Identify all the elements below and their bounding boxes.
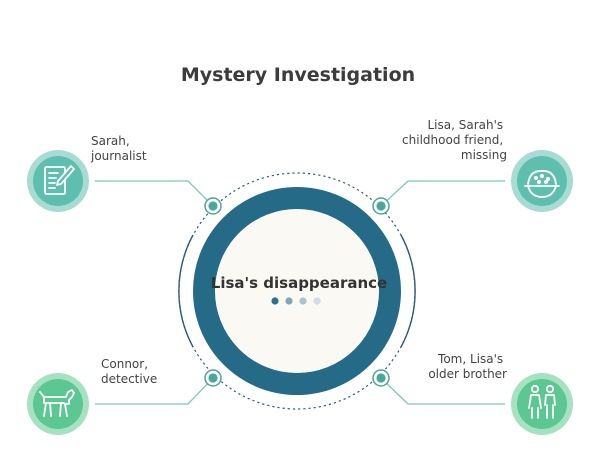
node-sarah: Sarah, journalist <box>27 134 147 212</box>
node-lisa: Lisa, Sarah's childhood friend, missing <box>402 118 573 212</box>
document-pencil-icon <box>44 165 75 195</box>
node-tom: Tom, Lisa's older brother <box>428 352 573 435</box>
node-tom-label: Tom, Lisa's older brother <box>428 352 507 381</box>
junction-tom <box>372 369 390 387</box>
diagram-title: Mystery Investigation <box>181 64 415 86</box>
node-connor-line-1: Connor, <box>101 357 148 371</box>
food-bowl-icon <box>524 170 560 198</box>
node-tom-inner <box>517 379 567 429</box>
center-dots <box>271 297 321 305</box>
center-plate <box>216 210 378 372</box>
connectors <box>95 180 505 405</box>
node-sarah-line-2: journalist <box>90 149 147 163</box>
outer-ring <box>178 172 416 410</box>
center-dot-4 <box>313 297 321 305</box>
node-connor-inner <box>33 379 83 429</box>
dog-icon <box>39 389 75 417</box>
center-dot-1 <box>271 297 279 305</box>
center-dot-2 <box>285 297 293 305</box>
connector-connor <box>95 377 214 405</box>
junction-sarah <box>204 197 222 215</box>
node-sarah-line-1: Sarah, <box>91 134 130 148</box>
node-lisa-label: Lisa, Sarah's childhood friend, missing <box>402 118 507 162</box>
node-connor-label: Connor, detective <box>101 357 157 386</box>
center-dot-3 <box>299 297 307 305</box>
connector-lisa <box>380 180 505 207</box>
node-tom-line-1: Tom, Lisa's <box>437 352 503 366</box>
junction-lisa <box>372 197 390 215</box>
node-connor: Connor, detective <box>27 357 157 435</box>
node-connor-line-2: detective <box>101 372 157 386</box>
node-lisa-line-2: childhood friend, <box>402 133 503 147</box>
junction-dots <box>204 197 390 387</box>
people-icon <box>528 384 556 419</box>
node-sarah-label: Sarah, journalist <box>90 134 147 163</box>
node-lisa-inner <box>517 156 567 206</box>
connector-tom <box>380 377 505 405</box>
node-tom-line-2: older brother <box>428 367 507 381</box>
center-label: Lisa's disappearance <box>211 274 387 292</box>
node-lisa-line-1: Lisa, Sarah's <box>428 118 504 132</box>
connector-sarah <box>95 180 214 207</box>
node-lisa-line-3: missing <box>461 148 507 162</box>
junction-connor <box>204 369 222 387</box>
